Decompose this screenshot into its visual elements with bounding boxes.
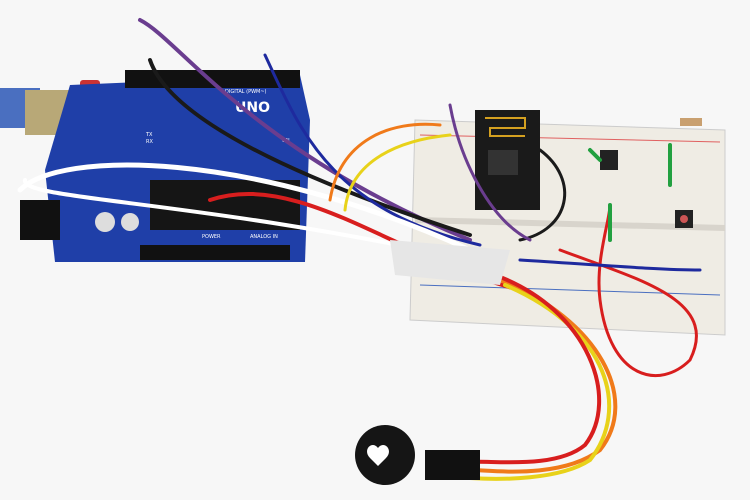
analog-header xyxy=(140,245,290,260)
analog-label: ANALOG IN xyxy=(250,234,278,240)
digital-header xyxy=(125,70,300,88)
digital-label: DIGITAL (PWM~) xyxy=(225,89,267,95)
rx-label: RX xyxy=(146,139,153,145)
uno-label: UNO xyxy=(235,100,270,116)
power-jack xyxy=(20,200,60,240)
tx-label: TX xyxy=(145,132,153,138)
resistor xyxy=(680,118,702,126)
transistor xyxy=(600,150,618,170)
power-label: POWER xyxy=(202,234,221,240)
capacitor xyxy=(95,212,115,232)
tape xyxy=(390,240,510,285)
esp8266-module xyxy=(475,110,540,210)
sensor-connector xyxy=(425,450,480,480)
pulse-sensor xyxy=(355,425,480,485)
